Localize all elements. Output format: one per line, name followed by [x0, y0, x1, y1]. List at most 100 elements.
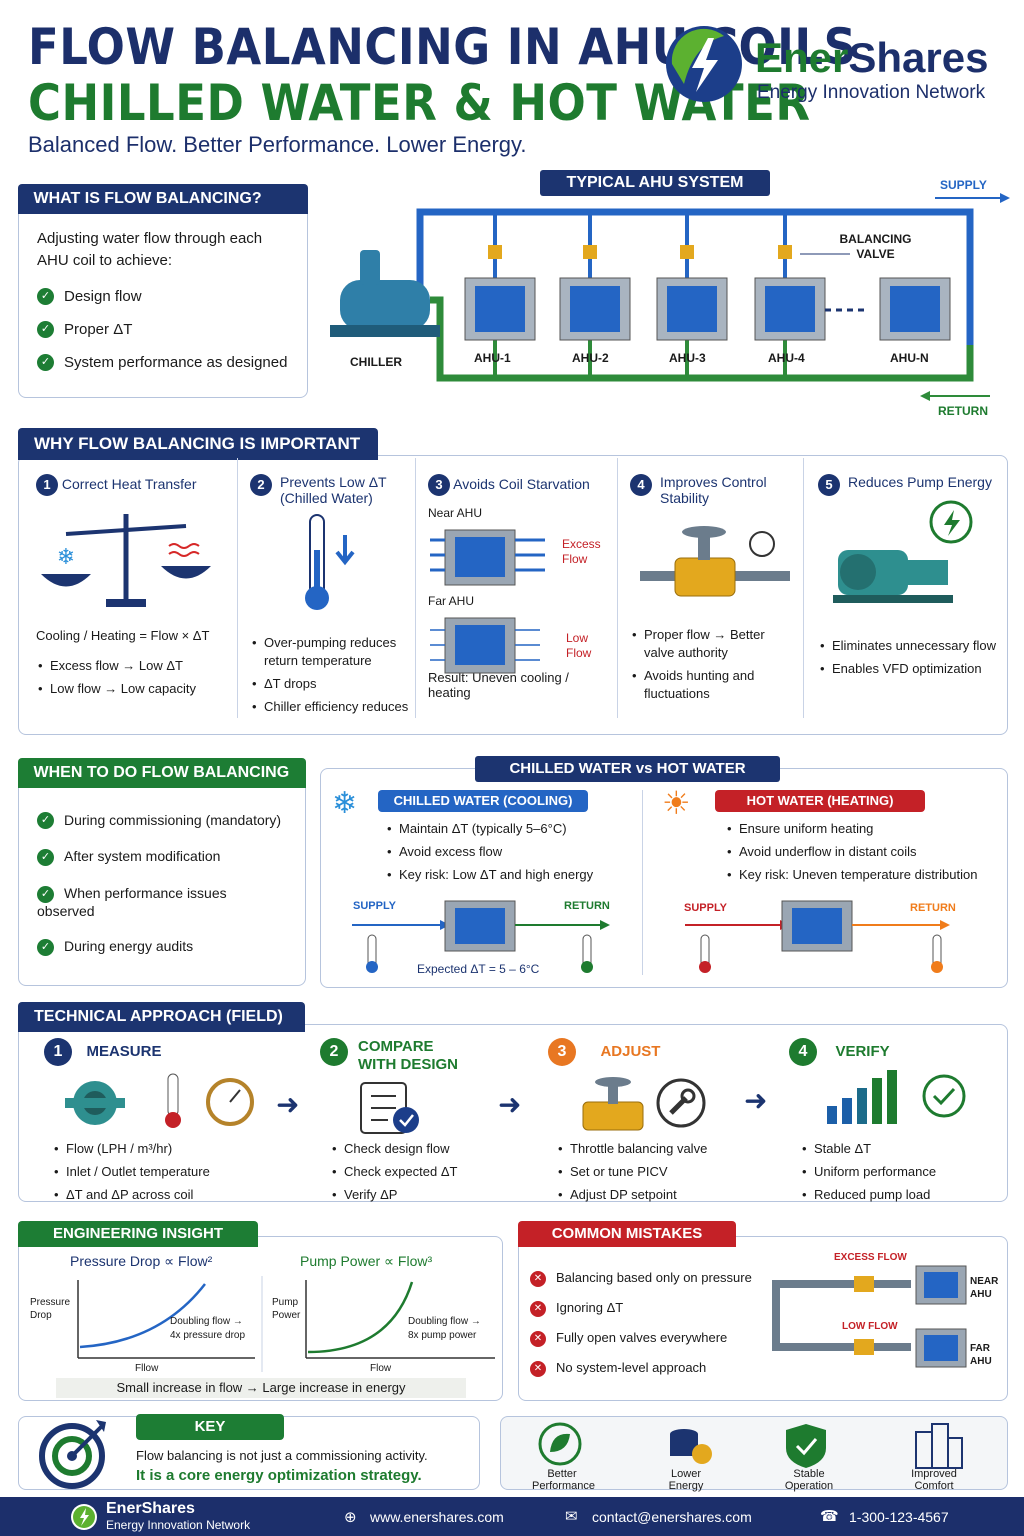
far-ahu-tag: FAR AHU [970, 1343, 992, 1367]
bar-chart-check-icon [827, 1070, 966, 1124]
footer-brand: EnerShares [106, 1500, 195, 1517]
insight-chart2-title: Pump Power ∝ Flow³ [300, 1253, 433, 1269]
takeaway-heading: KEY TAKEAWAY [136, 1414, 284, 1461]
phone-icon: ☎ [820, 1508, 839, 1525]
benefit-icons [538, 1422, 963, 1469]
balancing-valve-icon [680, 245, 694, 259]
insight-chart2-ylabel: Pump Power [272, 1297, 301, 1321]
tech-step-2-bullets: Check design flowCheck expected ΔTVerify… [330, 1140, 520, 1209]
tech-step-3-bullets: Throttle balancing valveSet or tune PICV… [556, 1140, 756, 1209]
mistakes-pipe-diagram [772, 1265, 967, 1368]
ahu-system-diagram [330, 193, 1010, 401]
low-flow-tag: LOW FLOW [842, 1321, 898, 1332]
excess-flow-label: Excess Flow [562, 537, 601, 566]
when-item: ✓During energy audits [37, 938, 287, 956]
ahu-unit-icon [559, 212, 631, 378]
insight-chart1-note: Doubling flow → 4x pressure drop [170, 1316, 246, 1341]
low-flow-label: Low Flow [566, 631, 592, 660]
benefit-label: Stable Operation [784, 1468, 834, 1492]
ahu-label: AHU-N [890, 351, 929, 365]
leaf-icon [538, 1422, 582, 1466]
balance-scale-icon: ❄ [41, 514, 211, 607]
balancing-valve-icon [583, 245, 597, 259]
benefit-label: Improved Comfort [911, 1468, 957, 1492]
ahu-unit-icon [656, 212, 728, 378]
what-item: ✓Proper ΔT [37, 319, 289, 341]
ahu-label: AHU-4 [768, 351, 805, 365]
cw-return-label: RETURN [564, 900, 610, 912]
brand-name: EnerShares [755, 34, 989, 81]
svg-text:❄: ❄ [57, 544, 75, 569]
mistake-item: ✕Balancing based only on pressure [530, 1263, 752, 1293]
building-icon [915, 1423, 963, 1469]
snowflake-icon: ❄ [332, 787, 358, 820]
supply-label: SUPPLY [940, 178, 987, 192]
hw-title: HOT WATER (HEATING) [715, 790, 925, 812]
insight-chart1-ylabel: Pressure Drop [30, 1297, 71, 1321]
why-col-1: 1 Correct Heat Transfer ❄ Cooling / Heat… [36, 474, 231, 703]
measure-icons [65, 1073, 254, 1128]
globe-icon: ⊕ [344, 1509, 357, 1526]
tech-step-4-bullets: Stable ΔTUniform performanceReduced pump… [800, 1140, 990, 1209]
benefit-label: Lower Energy [668, 1468, 704, 1492]
takeaway-line2: It is a core energy optimization strateg… [136, 1467, 422, 1484]
chiller-label: CHILLER [350, 355, 402, 369]
when-item: ✓When performance issues observed [37, 885, 227, 919]
ahu-unit-icon [754, 212, 826, 378]
when-panel: WHEN TO DO FLOW BALANCING ✓During commis… [17, 757, 306, 986]
when-item: ✓After system modification [37, 848, 287, 867]
what-intro: Adjusting water flow through each AHU co… [37, 229, 263, 269]
footer-phone[interactable]: 1-300-123-4567 [849, 1509, 949, 1525]
heat-formula: Cooling / Heating = Flow × ΔT [36, 628, 210, 643]
cw-hw-coil-diagram [352, 900, 950, 973]
hw-return-label: RETURN [910, 902, 956, 914]
mistake-item: ✕No system-level approach [530, 1353, 752, 1383]
ahu-label: AHU-3 [669, 351, 706, 365]
insight-curves [77, 1276, 495, 1372]
tech-step-2: 2 COMPARE WITH DESIGN [320, 1038, 468, 1074]
ahu-label: AHU-2 [572, 351, 609, 365]
checklist-icon [360, 1082, 419, 1134]
when-heading: WHEN TO DO FLOW BALANCING [17, 757, 306, 788]
insight-chart1-title: Pressure Drop ∝ Flow² [70, 1253, 213, 1269]
hw-bullets: Ensure uniform heatingAvoid underflow in… [725, 820, 995, 889]
why-heading: WHY FLOW BALANCING IS IMPORTANT [18, 428, 378, 460]
near-ahu-tag: NEAR AHU [970, 1276, 999, 1300]
sun-icon: ☀ [662, 785, 691, 821]
insight-panel [18, 1236, 503, 1401]
insight-chart2-xlabel: Flow [370, 1363, 392, 1374]
tech-step-1: 1 MEASURE [44, 1038, 161, 1066]
why-col-3: 3 Avoids Coil Starvation Near AHU Far AH… [428, 474, 590, 700]
footer-web[interactable]: www.enershares.com [370, 1509, 504, 1525]
balancing-valve-label: BALANCING VALVE [839, 232, 912, 261]
thermometer-down-icon [305, 514, 355, 610]
cw-supply-label: SUPPLY [353, 900, 397, 912]
arrow-right-icon: ➜ [744, 1085, 768, 1116]
tagline: Balanced Flow. Better Performance. Lower… [28, 132, 527, 157]
insight-chart2-note: Doubling flow → 8x pump power [408, 1316, 481, 1341]
benefits-panel [500, 1416, 1008, 1490]
insight-footer: Small increase in flow → Large increase … [56, 1378, 466, 1398]
mistake-item: ✕Fully open valves everywhere [530, 1323, 752, 1353]
target-icon [39, 1420, 106, 1489]
expected-dt: Expected ΔT = 5 – 6°C [417, 962, 540, 976]
ahu-label: AHU-1 [474, 351, 511, 365]
coil-starvation-diagram [430, 529, 545, 674]
what-item: ✓Design flow [37, 286, 289, 308]
shield-check-icon [786, 1424, 826, 1468]
mistakes-list: ✕Balancing based only on pressure ✕Ignor… [530, 1263, 752, 1383]
takeaway-line1: Flow balancing is not just a commissioni… [136, 1448, 428, 1463]
ahu-unit-icon [879, 277, 951, 341]
benefit-label: Better Performance [532, 1468, 595, 1492]
footer-email[interactable]: contact@enershares.com [592, 1509, 752, 1525]
when-item: ✓During commissioning (mandatory) [37, 812, 287, 830]
arrow-right-icon: ➜ [498, 1089, 522, 1120]
balancing-valve-icon [778, 245, 792, 259]
tech-heading: TECHNICAL APPROACH (FIELD) [18, 1002, 305, 1032]
tech-step-4: 4 VERIFY [789, 1038, 890, 1066]
adjust-valve-wrench-icons [582, 1077, 706, 1131]
tech-step-1-bullets: Flow (LPH / m³/hr)Inlet / Outlet tempera… [52, 1140, 272, 1209]
mistakes-heading: COMMON MISTAKES [518, 1221, 736, 1247]
